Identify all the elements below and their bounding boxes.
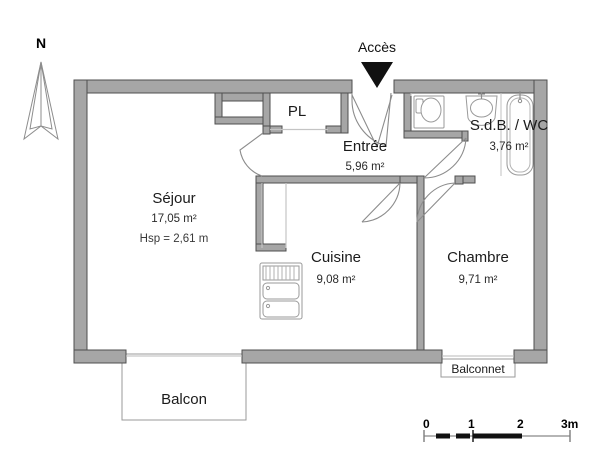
room-label-entree: Entrée 5,96 m² [343, 138, 387, 173]
exterior-walls [73, 79, 548, 364]
scale-tick-2: 2 [517, 417, 524, 431]
pl-name: PL [288, 103, 306, 120]
room-label-pl: PL [288, 103, 306, 120]
room-label-cuisine: Cuisine 9,08 m² [311, 249, 361, 286]
interior-walls [214, 92, 476, 351]
room-label-sdb-wc: S.d.B. / WC 3,76 m² [470, 117, 549, 153]
balcony-outline: Balcon [121, 353, 247, 421]
door-swings [239, 92, 467, 223]
scale-tick-0: 0 [423, 417, 430, 431]
entree-name: Entrée [343, 138, 387, 155]
access-label: Accès [358, 39, 396, 55]
kitchen-sink-fixture [259, 262, 303, 320]
balconnet-label: Balconnet [451, 362, 505, 376]
cuisine-name: Cuisine [311, 249, 361, 266]
cuisine-area: 9,08 m² [317, 274, 356, 286]
bathtub-fixture [506, 91, 534, 176]
down-chevron-icon [361, 62, 393, 88]
sdb-name: S.d.B. / WC [470, 117, 549, 134]
balcon-label: Balcon [161, 391, 207, 408]
washbasin-fixture [465, 92, 498, 126]
entree-area: 5,96 m² [346, 161, 385, 173]
scale-tick-1: 1 [468, 417, 475, 431]
room-label-sejour: Séjour 17,05 m² Hsp = 2,61 m [140, 190, 209, 245]
scale-bar: 0 1 2 3m [423, 417, 578, 442]
compass-label: N [36, 35, 46, 51]
sdb-area: 3,76 m² [490, 141, 529, 153]
room-labels: Séjour 17,05 m² Hsp = 2,61 m PL Entrée 5… [140, 103, 549, 286]
bathroom-fixtures [410, 91, 534, 176]
scale-tick-3: 3m [561, 417, 578, 431]
room-label-chambre: Chambre 9,71 m² [447, 249, 509, 286]
balconnet-outline: Balconnet [440, 358, 516, 378]
toilet-fixture [413, 95, 445, 129]
chambre-name: Chambre [447, 249, 509, 266]
access-marker: Accès [358, 39, 396, 88]
chambre-area: 9,71 m² [459, 274, 498, 286]
compass-north-arrow-icon [23, 61, 59, 141]
compass-north-indicator: N [23, 35, 59, 141]
sejour-height: Hsp = 2,61 m [140, 233, 209, 245]
sejour-area: 17,05 m² [151, 213, 197, 225]
sejour-name: Séjour [152, 190, 195, 207]
cupboard-leaf-lines [261, 128, 328, 248]
